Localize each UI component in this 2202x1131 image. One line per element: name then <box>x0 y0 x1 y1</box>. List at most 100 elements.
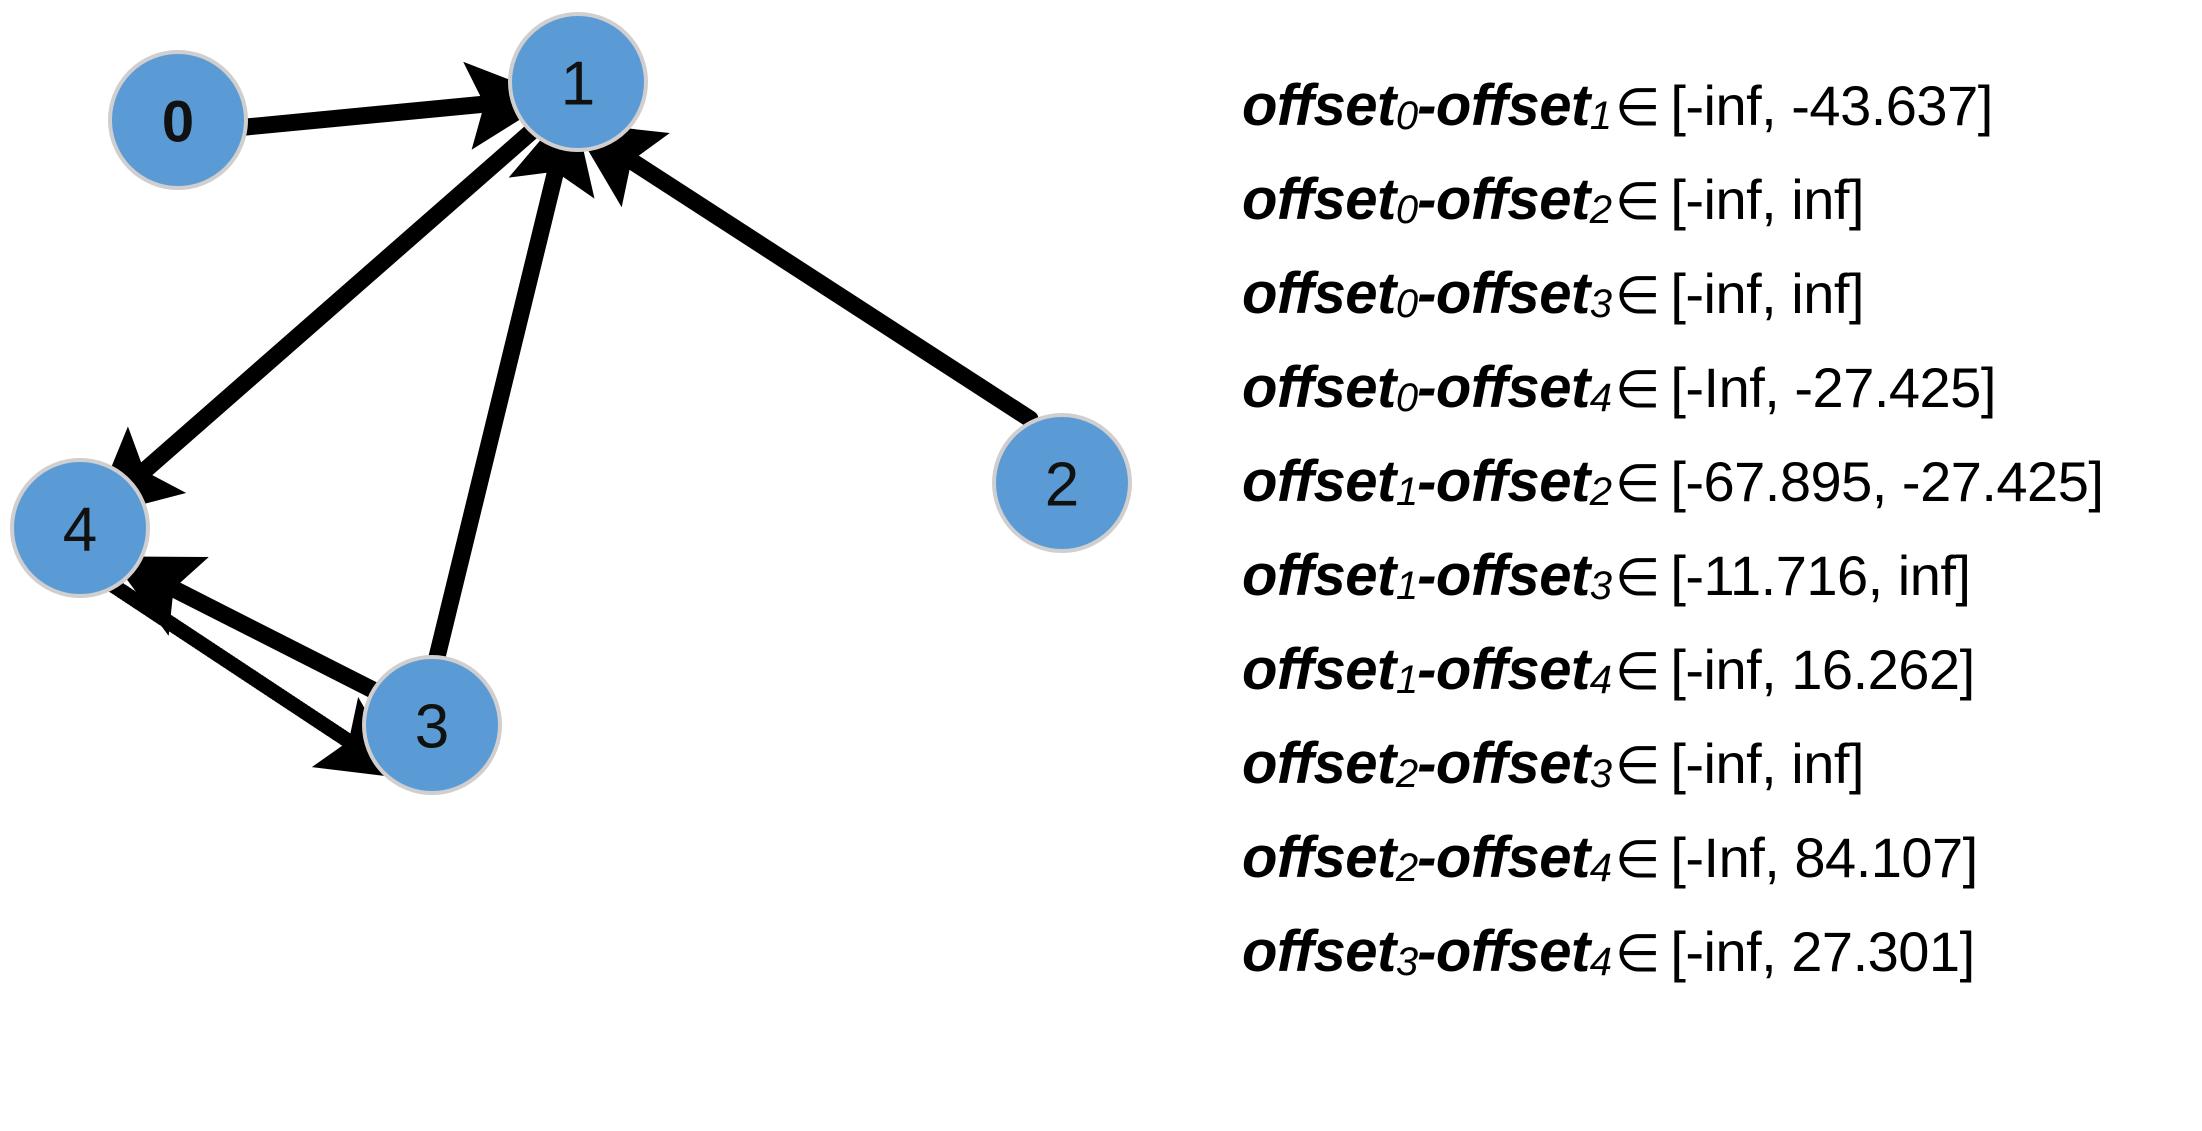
edge-3-to-1 <box>428 102 595 666</box>
term-a-subscript: 3 <box>1395 940 1418 984</box>
term-a-subscript: 0 <box>1395 94 1418 138</box>
element-of-icon: ∈ <box>1615 831 1661 889</box>
term-a-subscript: 1 <box>1395 564 1418 608</box>
constraint-expression: offset0-offset4 <box>1242 354 1612 421</box>
node-4-label: 4 <box>63 496 97 565</box>
term-a-subscript: 0 <box>1395 282 1418 326</box>
term-b-subscript: 4 <box>1589 846 1612 890</box>
term-b: offset <box>1435 825 1590 890</box>
element-of-icon: ∈ <box>1615 455 1661 513</box>
constraint-interval: [-inf, 27.301] <box>1670 920 1975 983</box>
node-0-label: 0 <box>162 90 194 155</box>
term-b: offset <box>1435 355 1590 420</box>
term-a: offset <box>1242 167 1396 232</box>
term-a: offset <box>1242 919 1396 984</box>
node-0[interactable]: 0 <box>108 50 248 190</box>
edge-2-to-1 <box>571 122 1039 428</box>
element-of-icon: ∈ <box>1615 173 1661 231</box>
term-b-subscript: 2 <box>1589 188 1612 232</box>
term-a: offset <box>1242 543 1396 608</box>
edge-4-to-3-dotted <box>106 578 406 779</box>
constraint-interval: [-67.895, -27.425] <box>1670 450 2104 513</box>
element-of-icon: ∈ <box>1615 643 1661 701</box>
node-1-label: 1 <box>561 50 595 119</box>
constraint-interval: [-inf, -43.637] <box>1670 74 1993 137</box>
term-b: offset <box>1435 919 1590 984</box>
constraint-expression: offset0-offset1 <box>1242 72 1612 139</box>
constraint-expression: offset1-offset4 <box>1242 636 1612 703</box>
node-3[interactable]: 3 <box>362 655 502 795</box>
term-b: offset <box>1435 73 1590 138</box>
term-b-subscript: 4 <box>1589 940 1612 984</box>
constraint-expression: offset3-offset4 <box>1242 918 1612 985</box>
term-b-subscript: 4 <box>1589 658 1612 702</box>
node-1[interactable]: 1 <box>508 12 648 152</box>
term-a: offset <box>1242 261 1396 326</box>
term-b-subscript: 2 <box>1589 470 1612 514</box>
constraint-interval: [-11.716, inf] <box>1670 544 1971 607</box>
element-of-icon: ∈ <box>1615 549 1661 607</box>
term-a-subscript: 0 <box>1395 188 1418 232</box>
term-a-subscript: 2 <box>1395 846 1418 890</box>
constraint-interval: [-inf, 16.262] <box>1670 638 1975 701</box>
edge-0-to-1 <box>237 61 556 150</box>
node-0-circle[interactable] <box>108 50 248 190</box>
constraint-row: offset3-offset4 ∈ [-inf, 27.301] <box>1242 918 2202 1012</box>
term-a: offset <box>1242 825 1396 890</box>
minus-sign: - <box>1417 261 1436 326</box>
constraint-expression: offset1-offset3 <box>1242 542 1612 609</box>
constraint-expression: offset0-offset3 <box>1242 260 1612 327</box>
term-a: offset <box>1242 449 1396 514</box>
minus-sign: - <box>1417 449 1436 514</box>
constraint-expression: offset2-offset4 <box>1242 824 1612 891</box>
graph-panel: 0 1 2 3 4 <box>10 12 1132 795</box>
constraint-list: offset0-offset1 ∈ [-inf, -43.637] offset… <box>1200 72 2202 1012</box>
node-2[interactable]: 2 <box>992 413 1132 553</box>
minus-sign: - <box>1417 355 1436 420</box>
term-b-subscript: 3 <box>1589 564 1612 608</box>
term-b-subscript: 4 <box>1589 376 1612 420</box>
minus-sign: - <box>1417 73 1436 138</box>
node-4-circle[interactable] <box>10 458 150 598</box>
constraint-expression: offset1-offset2 <box>1242 448 1612 515</box>
node-3-circle[interactable] <box>362 655 502 795</box>
constraint-row: offset0-offset1 ∈ [-inf, -43.637] <box>1242 72 2202 166</box>
term-b: offset <box>1435 167 1590 232</box>
minus-sign: - <box>1417 731 1436 796</box>
minus-sign: - <box>1417 919 1436 984</box>
minus-sign: - <box>1417 167 1436 232</box>
term-a: offset <box>1242 637 1396 702</box>
term-b: offset <box>1435 637 1590 702</box>
element-of-icon: ∈ <box>1615 925 1661 983</box>
edge-3-to-4 <box>109 556 382 699</box>
constraint-row: offset0-offset2 ∈ [-inf, inf] <box>1242 166 2202 260</box>
constraint-interval: [-inf, inf] <box>1670 732 1864 795</box>
element-of-icon: ∈ <box>1615 79 1661 137</box>
term-b-subscript: 3 <box>1589 282 1612 326</box>
term-a: offset <box>1242 731 1396 796</box>
constraint-row: offset0-offset4 ∈ [-Inf, -27.425] <box>1242 354 2202 448</box>
constraint-row: offset1-offset4 ∈ [-inf, 16.262] <box>1242 636 2202 730</box>
constraint-row: offset1-offset3 ∈ [-11.716, inf] <box>1242 542 2202 636</box>
term-b-subscript: 1 <box>1589 94 1612 138</box>
term-b: offset <box>1435 261 1590 326</box>
element-of-icon: ∈ <box>1615 737 1661 795</box>
term-b-subscript: 3 <box>1589 752 1612 796</box>
term-b: offset <box>1435 449 1590 514</box>
node-2-circle[interactable] <box>992 413 1132 553</box>
constraint-interval: [-Inf, 84.107] <box>1670 826 1978 889</box>
term-a-subscript: 1 <box>1395 470 1418 514</box>
term-a-subscript: 1 <box>1395 658 1418 702</box>
node-4[interactable]: 4 <box>10 458 150 598</box>
element-of-icon: ∈ <box>1615 361 1661 419</box>
constraint-row: offset2-offset3 ∈ [-inf, inf] <box>1242 730 2202 824</box>
minus-sign: - <box>1417 825 1436 890</box>
element-of-icon: ∈ <box>1615 267 1661 325</box>
node-1-circle[interactable] <box>508 12 648 152</box>
minus-sign: - <box>1417 637 1436 702</box>
minus-sign: - <box>1417 543 1436 608</box>
term-a-subscript: 0 <box>1395 376 1418 420</box>
constraint-expression: offset0-offset2 <box>1242 166 1612 233</box>
term-b: offset <box>1435 731 1590 796</box>
